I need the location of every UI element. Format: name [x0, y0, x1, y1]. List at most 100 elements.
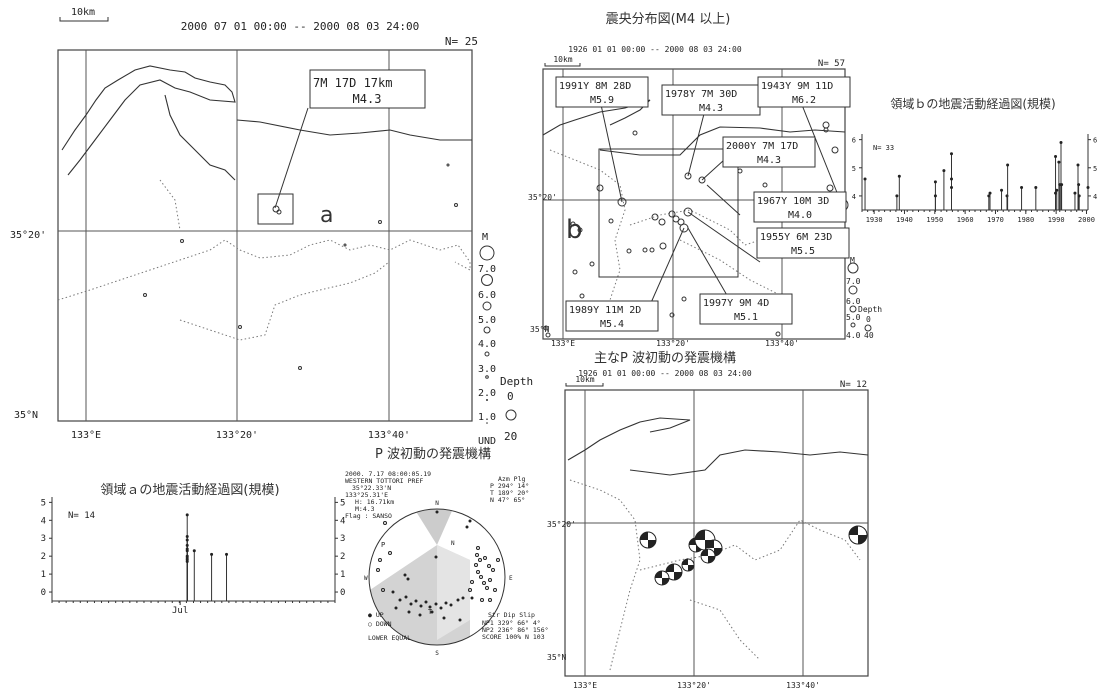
y-tick-label: 5	[340, 498, 345, 508]
y-tick-label: 5	[852, 165, 856, 173]
event-point	[933, 194, 937, 198]
svg-text:35°N: 35°N	[547, 653, 566, 662]
epicenter	[683, 207, 693, 217]
svg-text:NP1 329° 66° 4°: NP1 329° 66° 4°	[482, 619, 541, 627]
svg-text:M:4.3: M:4.3	[355, 505, 375, 513]
chart-b-title: 領域ｂの地震活動経過図(規模)	[890, 96, 1055, 111]
chart-a-count: N= 14	[68, 511, 95, 521]
svg-text:6.0: 6.0	[478, 290, 496, 301]
svg-text:7M 17D 17km: 7M 17D 17km	[313, 76, 392, 90]
epicenter	[698, 176, 706, 184]
epicenter	[775, 331, 781, 337]
x-tick-label: 2000	[1078, 216, 1095, 224]
region-a-label: a	[320, 203, 333, 228]
mechanism-info: 2000. 7.17 08:00:05.19 WESTERN TOTTORI P…	[345, 470, 529, 520]
svg-text:T 189° 20°: T 189° 20°	[490, 489, 529, 497]
up-polarity	[434, 602, 438, 606]
epicenter	[669, 312, 675, 318]
down-polarity	[479, 575, 483, 579]
x-tick-label: 1950	[926, 216, 943, 224]
up-polarity	[458, 618, 462, 622]
legend-up: ● UP	[368, 611, 384, 619]
svg-text:1943Y 9M 11D: 1943Y 9M 11D	[761, 81, 833, 92]
event-point	[185, 549, 189, 553]
event-point	[185, 513, 189, 517]
down-polarity	[496, 558, 500, 562]
up-polarity	[468, 519, 472, 523]
epicenter	[831, 146, 839, 154]
up-polarity	[407, 610, 411, 614]
event-point	[1086, 185, 1090, 189]
chart-b-count: N= 33	[873, 144, 894, 152]
map-c-period: 1926 01 01 00:00 -- 2000 08 03 24:00	[578, 369, 752, 378]
down-polarity	[378, 558, 382, 562]
svg-text:M5.1: M5.1	[734, 312, 758, 323]
up-polarity	[430, 610, 434, 614]
lat-label: 35°N	[14, 410, 38, 421]
up-polarity	[394, 606, 398, 610]
svg-text:10km: 10km	[553, 55, 572, 64]
svg-text:133°E: 133°E	[573, 681, 597, 690]
map-b-period: 1926 01 01 00:00 -- 2000 08 03 24:00	[568, 45, 742, 54]
event-point	[1077, 183, 1081, 187]
event-point	[949, 185, 953, 189]
svg-text:N: N	[435, 500, 439, 507]
svg-text:M: M	[482, 232, 488, 243]
down-polarity	[383, 521, 387, 525]
event-point	[988, 191, 992, 195]
svg-text:10km: 10km	[575, 375, 594, 384]
svg-text:0: 0	[866, 315, 871, 324]
focal-mechanism-beachball	[665, 563, 683, 581]
svg-text:S: S	[435, 650, 439, 657]
region-b-label: b	[566, 215, 583, 245]
x-tick-label: 1940	[896, 216, 913, 224]
event-point	[933, 180, 937, 184]
chart-a-title: 領域ａの地震活動経過図(規模)	[100, 482, 279, 498]
map-c: 主なP 波初動の発震機構 1926 01 01 00:00 -- 2000 08…	[547, 351, 869, 690]
event-point	[949, 177, 953, 181]
event-point	[949, 152, 953, 156]
focal-mechanism-beachball	[654, 570, 670, 586]
svg-text:35°N: 35°N	[530, 325, 549, 334]
svg-text:NP2 236° 86° 156°: NP2 236° 86° 156°	[482, 626, 549, 634]
svg-text:Azm Plg: Azm Plg	[498, 475, 525, 483]
up-polarity	[434, 555, 438, 559]
svg-text:Depth: Depth	[858, 305, 882, 314]
epicenter	[545, 332, 551, 338]
event-point	[1020, 185, 1024, 189]
y-tick-label: 0	[340, 588, 345, 598]
svg-text:T: T	[428, 608, 433, 616]
svg-text:M: M	[850, 256, 855, 265]
epicenter	[608, 218, 614, 224]
svg-text:2000Y 7M 17D: 2000Y 7M 17D	[726, 141, 798, 152]
svg-text:M5.5: M5.5	[791, 246, 815, 257]
svg-text:1989Y 11M 2D: 1989Y 11M 2D	[569, 305, 641, 316]
map-b: 震央分布図(M4 以上) 1926 01 01 00:00 -- 2000 08…	[528, 12, 882, 348]
callout-2000-07-17: 7M 17D 17km M4.3	[309, 69, 426, 109]
up-polarity	[435, 510, 439, 514]
svg-text:P 294° 14°: P 294° 14°	[490, 482, 529, 490]
svg-text:M6.2: M6.2	[792, 95, 816, 106]
event-point	[1059, 140, 1063, 144]
svg-text:N= 12: N= 12	[840, 380, 867, 390]
event-point	[1060, 183, 1064, 187]
epicenter	[577, 227, 583, 233]
y-tick-label: 6	[852, 137, 856, 145]
svg-text:N= 57: N= 57	[818, 59, 845, 69]
event-point	[192, 549, 196, 553]
scale-bar: 10km	[59, 7, 109, 22]
svg-text:133°40': 133°40'	[765, 339, 799, 348]
svg-text:WESTERN TOTTORI PREF: WESTERN TOTTORI PREF	[345, 477, 423, 485]
svg-text:4.0: 4.0	[478, 339, 496, 350]
svg-text:5.0: 5.0	[478, 315, 496, 326]
svg-text:35°20': 35°20'	[547, 520, 576, 529]
up-polarity	[406, 577, 410, 581]
epicenter	[642, 247, 648, 253]
lon-label: 133°E	[71, 430, 101, 441]
svg-text:M4.3: M4.3	[699, 103, 723, 114]
event-point	[1076, 163, 1080, 167]
